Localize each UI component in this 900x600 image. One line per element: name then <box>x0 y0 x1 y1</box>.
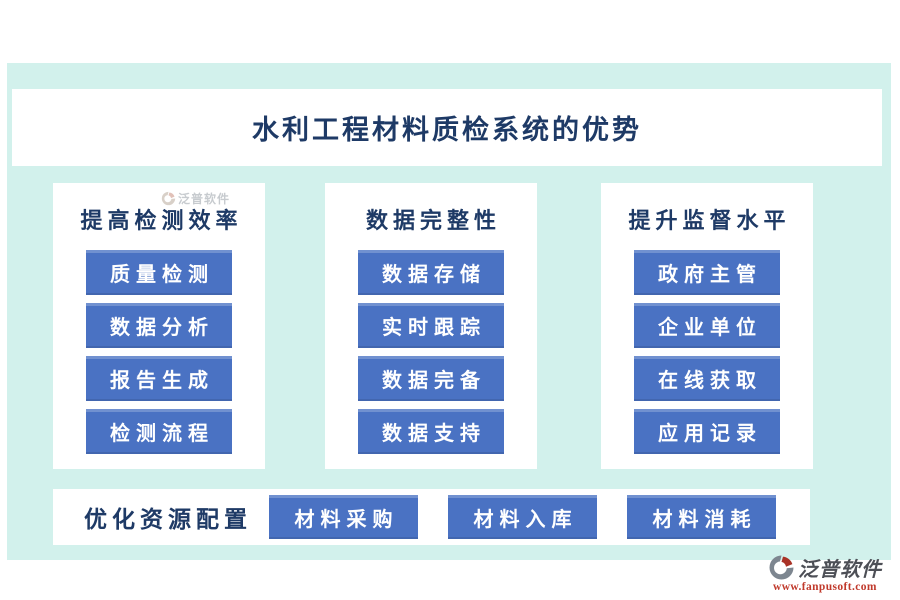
feature-button-inspection-process[interactable]: 检测流程 <box>86 409 232 454</box>
feature-button-application-records[interactable]: 应用记录 <box>634 409 780 454</box>
fanpu-logo-icon <box>769 555 794 580</box>
column-header: 提升监督水平 <box>628 208 791 233</box>
bottom-button-material-storage[interactable]: 材料入库 <box>448 495 597 539</box>
column-header: 提高检测效率 <box>80 208 243 233</box>
feature-button-enterprise-unit[interactable]: 企业单位 <box>634 303 780 348</box>
branding-row: 泛普软件 <box>768 553 894 582</box>
button-stack: 质量检测 数据分析 报告生成 检测流程 <box>86 250 232 454</box>
page-title: 水利工程材料质检系统的优势 <box>252 115 642 145</box>
title-bar: 水利工程材料质检系统的优势 <box>12 89 882 166</box>
bottom-button-material-purchase[interactable]: 材料采购 <box>269 495 418 539</box>
feature-button-data-analysis[interactable]: 数据分析 <box>86 303 232 348</box>
feature-button-online-access[interactable]: 在线获取 <box>634 356 780 401</box>
feature-button-data-completeness[interactable]: 数据完备 <box>358 356 504 401</box>
branding-block: 泛普软件 www.fanpusoft.com <box>768 553 894 593</box>
column-supervision-level: 提升监督水平 政府主管 企业单位 在线获取 应用记录 <box>601 183 813 469</box>
brand-name: 泛普软件 <box>798 559 882 581</box>
feature-button-realtime-tracking[interactable]: 实时跟踪 <box>358 303 504 348</box>
brand-url-link[interactable]: www.fanpusoft.com <box>773 581 877 593</box>
feature-button-data-support[interactable]: 数据支持 <box>358 409 504 454</box>
bottom-bar-label: 优化资源配置 <box>84 507 252 532</box>
feature-button-data-storage[interactable]: 数据存储 <box>358 250 504 295</box>
button-stack: 数据存储 实时跟踪 数据完备 数据支持 <box>358 250 504 454</box>
feature-button-government-authority[interactable]: 政府主管 <box>634 250 780 295</box>
column-data-integrity: 数据完整性 数据存储 实时跟踪 数据完备 数据支持 <box>325 183 537 469</box>
feature-button-quality-inspection[interactable]: 质量检测 <box>86 250 232 295</box>
column-header: 数据完整性 <box>365 208 501 233</box>
bottom-button-material-consumption[interactable]: 材料消耗 <box>627 495 776 539</box>
feature-button-report-generation[interactable]: 报告生成 <box>86 356 232 401</box>
column-improve-efficiency: 泛普软件 提高检测效率 质量检测 数据分析 报告生成 检测流程 <box>53 183 265 469</box>
button-stack: 政府主管 企业单位 在线获取 应用记录 <box>634 250 780 454</box>
bottom-bar-resource-optimization: 优化资源配置 材料采购 材料入库 材料消耗 <box>53 489 810 545</box>
